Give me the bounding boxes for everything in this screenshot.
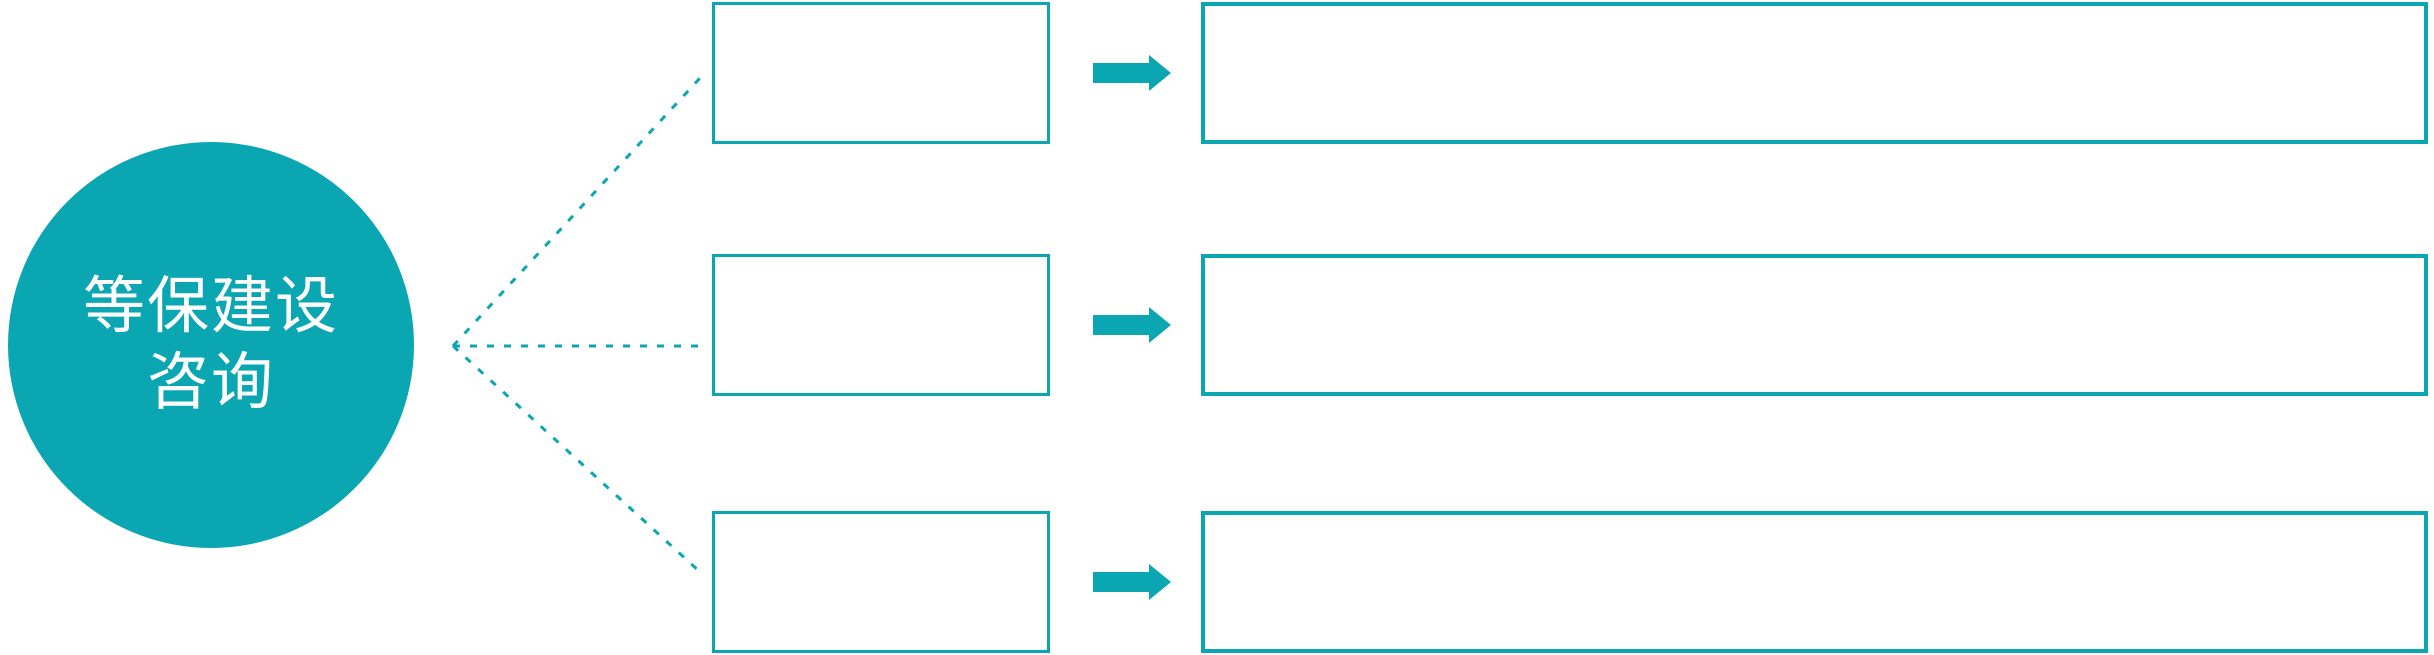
row-3-large-box	[1201, 511, 2428, 653]
hub-label-line-1: 等保建设	[82, 272, 339, 342]
row-2-large-box	[1201, 254, 2428, 396]
row-2-small-box-text	[715, 257, 1047, 393]
row-1-large-box	[1201, 2, 2428, 144]
connector-line-bottom	[451, 344, 702, 574]
row-3-large-box-text	[1205, 515, 2424, 649]
right-arrow-icon	[1093, 55, 1171, 91]
diagram-row-1	[712, 2, 2428, 144]
hub-label-line-2: 咨询	[146, 348, 275, 417]
connector-line-top	[451, 76, 702, 348]
row-2-large-box-text	[1205, 258, 2424, 392]
row-1-small-box	[712, 2, 1050, 144]
hub-label: 等保建设 咨询	[83, 269, 339, 420]
row-1-large-box-text	[1205, 6, 2424, 140]
row-2-small-box	[712, 254, 1050, 396]
right-arrow-icon	[1093, 307, 1171, 343]
row-1-small-box-text	[715, 5, 1047, 141]
diagram-row-2	[712, 254, 2428, 396]
row-3-small-box	[712, 511, 1050, 653]
diagram-row-3	[712, 511, 2428, 653]
row-3-small-box-text	[715, 514, 1047, 650]
hub-circle: 等保建设 咨询	[8, 142, 414, 548]
right-arrow-icon	[1093, 564, 1171, 600]
